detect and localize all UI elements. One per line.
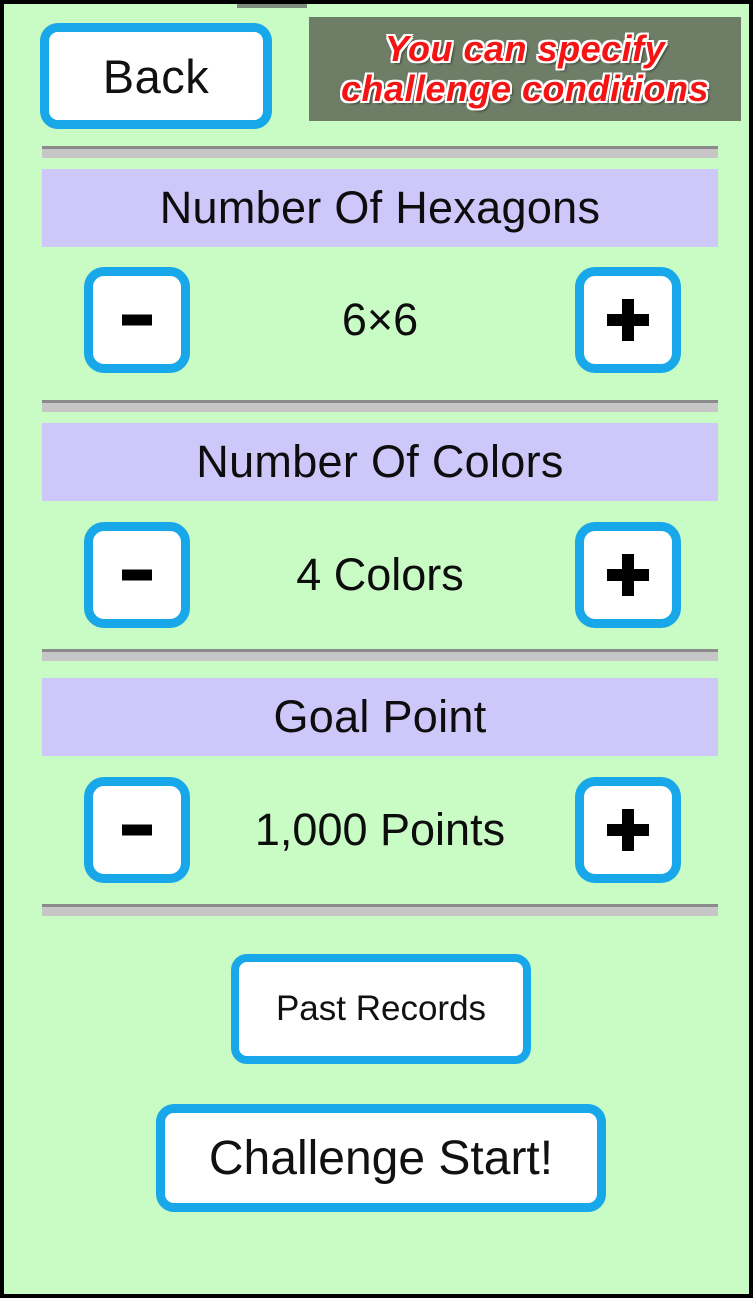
- divider-dark-line: [42, 146, 718, 149]
- hint-banner: You can specify challenge conditions: [309, 17, 741, 121]
- setting-row-colors: 4 Colors: [42, 514, 718, 636]
- hint-banner-line-2: challenge conditions: [340, 68, 710, 109]
- decrement-colors-button[interactable]: [84, 522, 190, 628]
- plus-icon-vertical: [622, 299, 634, 341]
- increment-goal-point-button[interactable]: [575, 777, 681, 883]
- divider-light-band: [42, 907, 718, 916]
- divider-bottom: [42, 904, 718, 916]
- challenge-start-button[interactable]: Challenge Start!: [156, 1104, 606, 1212]
- setting-row-goal-point: 1,000 Points: [42, 769, 718, 891]
- divider-light-band: [42, 403, 718, 412]
- divider-after-hexagons: [42, 400, 718, 412]
- divider-dark-line: [42, 649, 718, 652]
- minus-icon: [122, 824, 152, 836]
- back-button-label: Back: [102, 49, 210, 103]
- past-records-label: Past Records: [275, 989, 487, 1028]
- plus-icon-vertical: [622, 554, 634, 596]
- challenge-start-label: Challenge Start!: [208, 1131, 554, 1185]
- minus-icon: [122, 314, 152, 326]
- divider-top: [42, 146, 718, 158]
- decrement-hexagons-button[interactable]: [84, 267, 190, 373]
- plus-icon-vertical: [622, 809, 634, 851]
- setting-title-goal-point: Goal Point: [42, 678, 718, 756]
- divider-after-colors: [42, 649, 718, 661]
- header-bar: Back You can specify challenge condition…: [4, 4, 749, 139]
- back-button[interactable]: Back: [40, 23, 272, 129]
- status-bar-notch: [237, 4, 307, 8]
- divider-dark-line: [42, 904, 718, 907]
- divider-light-band: [42, 652, 718, 661]
- setting-row-hexagons: 6×6: [42, 259, 718, 381]
- decrement-goal-point-button[interactable]: [84, 777, 190, 883]
- setting-title-hexagons: Number Of Hexagons: [42, 169, 718, 247]
- setting-title-colors: Number Of Colors: [42, 423, 718, 501]
- increment-colors-button[interactable]: [575, 522, 681, 628]
- divider-dark-line: [42, 400, 718, 403]
- minus-icon: [122, 569, 152, 581]
- hint-banner-line-1: You can specify: [384, 28, 666, 69]
- past-records-button[interactable]: Past Records: [231, 954, 531, 1064]
- divider-light-band: [42, 149, 718, 158]
- increment-hexagons-button[interactable]: [575, 267, 681, 373]
